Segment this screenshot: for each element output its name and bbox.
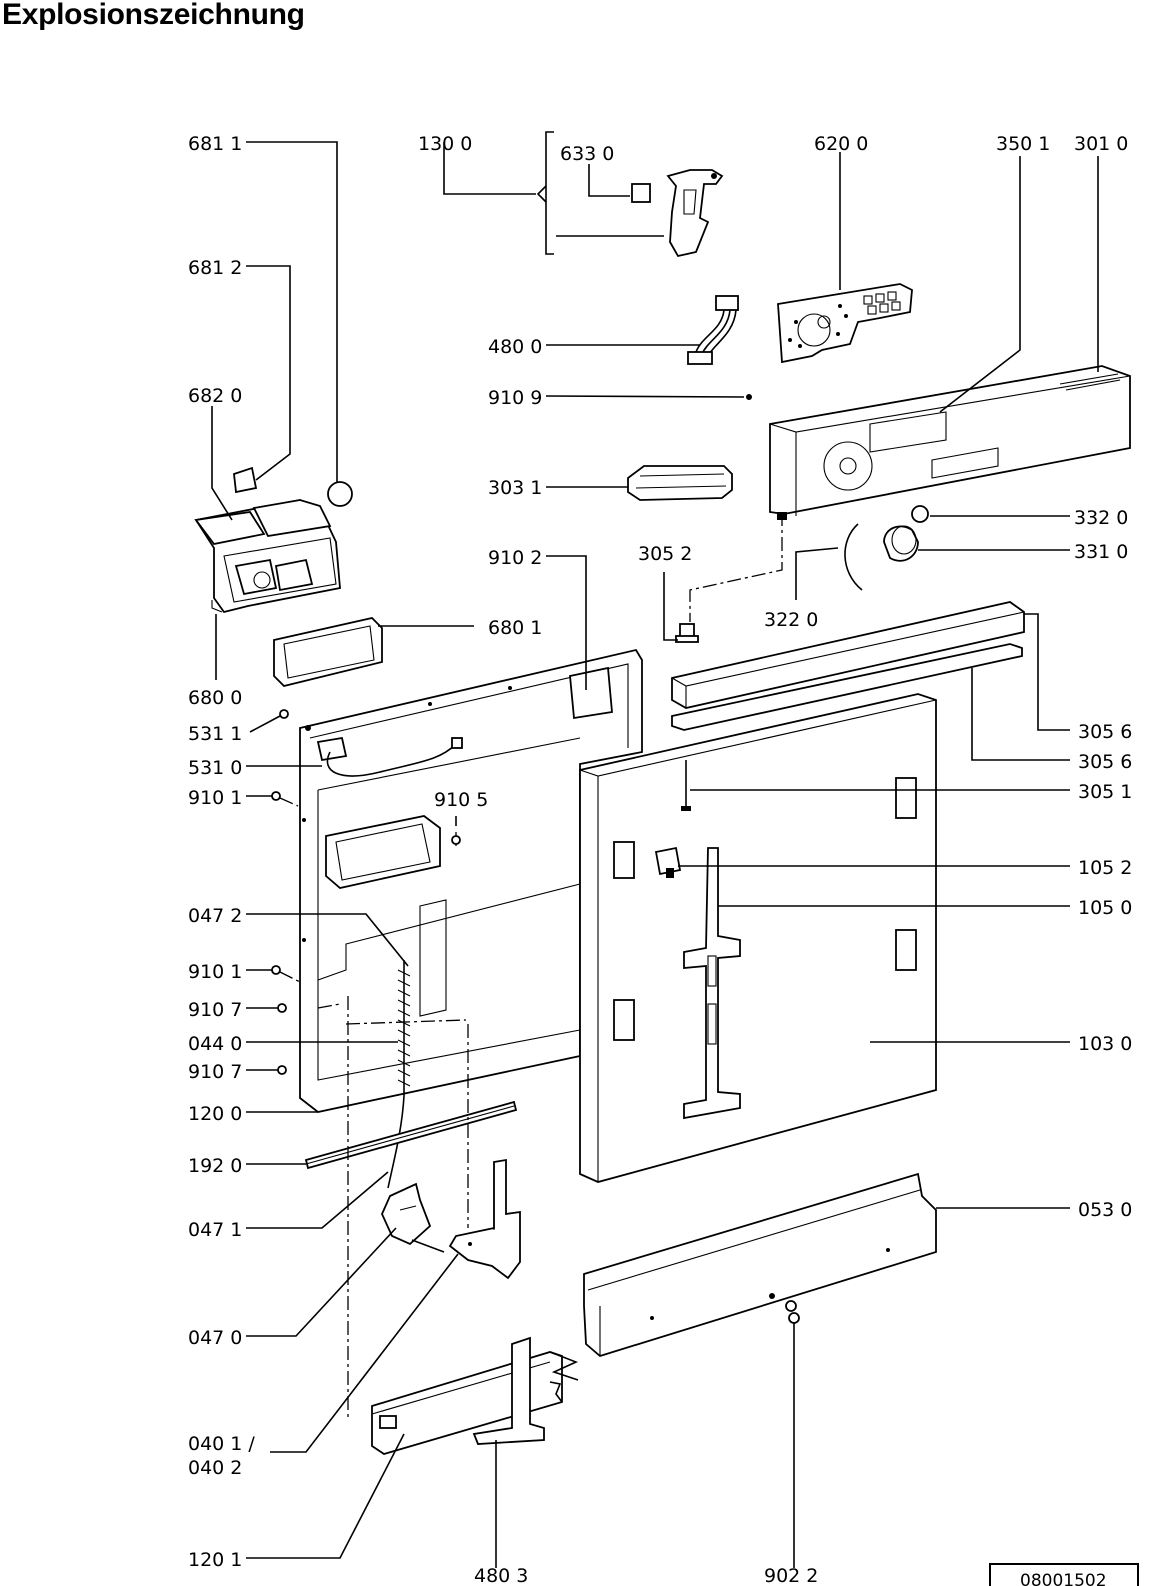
part-inner-door-panel [299, 648, 643, 1113]
label-105-2: 105 2 [1078, 857, 1132, 879]
label-305-6-lower: 305 6 [1078, 751, 1132, 773]
label-120-1: 120 1 [188, 1549, 242, 1571]
part-bottom-profile [583, 1172, 937, 1358]
label-620-0: 620 0 [814, 133, 868, 155]
label-902-2: 902 2 [764, 1565, 818, 1586]
label-633-0: 633 0 [560, 143, 614, 165]
drawing-code-box: 08001502 [989, 1563, 1139, 1586]
label-105-0: 105 0 [1078, 897, 1132, 919]
part-trim-strip-upper [671, 601, 1025, 709]
part-hinge-3052 [675, 623, 699, 643]
label-531-0: 531 0 [188, 757, 242, 779]
part-screw-9109 [746, 394, 752, 400]
label-303-1: 303 1 [488, 477, 542, 499]
leader-lines [211, 131, 1099, 1568]
part-detergent-dispenser [194, 499, 341, 614]
part-outer-door [579, 693, 937, 1183]
page-title: Explosionszeichnung [2, 0, 305, 31]
label-332-0: 332 0 [1074, 507, 1128, 529]
part-cover-3031 [627, 465, 733, 501]
label-053-0: 053 0 [1078, 1199, 1132, 1221]
label-910-2: 910 2 [488, 547, 542, 569]
label-910-5: 910 5 [434, 789, 488, 811]
label-682-0: 682 0 [188, 385, 242, 407]
label-681-2: 681 2 [188, 257, 242, 279]
part-plug-6811 [327, 481, 353, 507]
label-192-0: 192 0 [188, 1155, 242, 1177]
label-305-2: 305 2 [638, 543, 692, 565]
label-331-0: 331 0 [1074, 541, 1128, 563]
drawing-code: 08001502 [1020, 1571, 1107, 1586]
part-rail-1920 [304, 1100, 518, 1170]
label-910-7-lower: 910 7 [188, 1061, 242, 1083]
label-480-3: 480 3 [474, 1565, 528, 1586]
label-480-0: 480 0 [488, 336, 542, 358]
part-bracket-0401 [448, 1158, 521, 1280]
label-301-0: 301 0 [1074, 133, 1128, 155]
part-latch-hook [631, 169, 724, 258]
part-wiring-harness [687, 295, 739, 365]
part-knob-group [844, 505, 929, 591]
label-040-2: 040 2 [188, 1457, 242, 1479]
label-531-1: 531 1 [188, 723, 242, 745]
label-910-7-upper: 910 7 [188, 999, 242, 1021]
label-322-0: 322 0 [764, 609, 818, 631]
label-040-1: 040 1 / [188, 1433, 255, 1455]
part-control-panel-fascia [769, 365, 1131, 520]
part-foot-bracket-4803 [472, 1336, 545, 1445]
part-clip-6820 [233, 466, 258, 494]
part-hinge-arm [381, 1182, 445, 1253]
label-103-0: 103 0 [1078, 1033, 1132, 1055]
label-910-1-upper: 910 1 [188, 787, 242, 809]
part-control-board [777, 283, 913, 364]
part-trim-strip-lower [671, 643, 1023, 731]
label-680-1: 680 1 [488, 617, 542, 639]
label-680-0: 680 0 [188, 687, 242, 709]
part-number-labels: 681 1 130 0 633 0 620 0 350 1 301 0 681 … [188, 133, 1132, 1586]
axis-lines [317, 512, 783, 1418]
label-130-0: 130 0 [418, 133, 472, 155]
label-047-0: 047 0 [188, 1327, 242, 1349]
label-047-1: 047 1 [188, 1219, 242, 1241]
part-door-spring [387, 960, 411, 1189]
label-044-0: 044 0 [188, 1033, 242, 1055]
label-681-1: 681 1 [188, 133, 242, 155]
label-350-1: 350 1 [996, 133, 1050, 155]
part-screw-9022 [785, 1300, 800, 1324]
label-305-1: 305 1 [1078, 781, 1132, 803]
label-305-6-upper: 305 6 [1078, 721, 1132, 743]
label-910-9: 910 9 [488, 387, 542, 409]
part-gasket-6801 [273, 617, 383, 687]
label-047-2: 047 2 [188, 905, 242, 927]
label-120-0: 120 0 [188, 1103, 242, 1125]
label-910-1-lower: 910 1 [188, 961, 242, 983]
